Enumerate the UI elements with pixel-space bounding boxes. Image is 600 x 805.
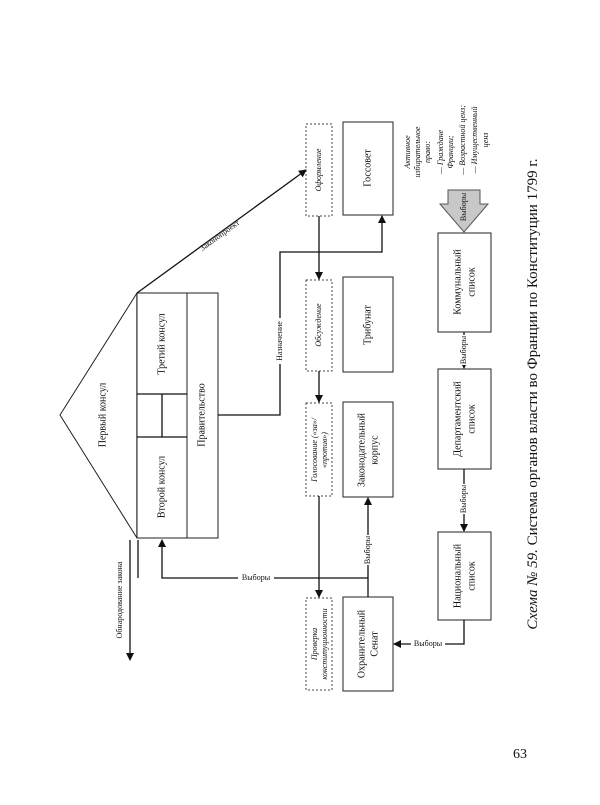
departmental-to-national-label-bg (459, 484, 469, 514)
government-box (186, 292, 219, 539)
suffrage-item-2: Франции; (446, 135, 455, 168)
gossovet-box (342, 121, 394, 216)
senate-box (342, 596, 394, 692)
departmental-list-box (437, 368, 492, 470)
promulgation-label: Обнародование закона (115, 561, 124, 638)
government-label: Правительство (196, 383, 207, 447)
communal-to-departmental-label-bg (459, 335, 469, 365)
suffrage-heading-2: избирательное (413, 126, 422, 177)
suffrage-heading-1: Активное (403, 135, 412, 170)
suffrage-input-arrow (438, 189, 490, 233)
figure-caption: Схема № 59. Система органов власти во Фр… (525, 158, 541, 629)
suffrage-heading-3: право: (423, 141, 432, 163)
appointment-label-bg (275, 318, 285, 364)
suffrage-item-1: — Граждане (436, 129, 445, 175)
stage-formulation-label: Оформление (314, 148, 323, 191)
first-consul-label: Первый консул (97, 383, 108, 448)
stage-formulation-box (305, 123, 333, 217)
senate-elects-consuls-label-bg (238, 572, 274, 584)
national-list-box (437, 531, 492, 621)
senate-elects-legislature-label-bg (363, 535, 373, 565)
national-to-senate-label-bg (411, 638, 445, 650)
stage-check-label-1: Проверка (310, 628, 319, 661)
legislative-label-2: корпус (369, 435, 380, 465)
senate-label-1: Охранительный (356, 609, 367, 678)
stage-check-label-2: конституционности (320, 608, 329, 679)
appointment-arrow (218, 215, 386, 416)
communal-to-departmental-label: Выборы (459, 335, 468, 364)
suffrage-item-4: — Имущественный (470, 107, 479, 175)
communal-list-box (437, 232, 492, 333)
caption-text: Система органов власти во Франции по Кон… (525, 158, 541, 545)
tribunat-label: Трибунат (362, 305, 373, 345)
national-list-label-2: список (466, 561, 477, 591)
national-list-label-1: Национальный (452, 543, 463, 608)
consuls-block: Первый консул Второй консул Третий консу… (59, 292, 219, 539)
national-to-senate-label: Выборы (414, 639, 443, 648)
stage-discussion-label: Обсуждение (314, 303, 323, 347)
stage-check-box (305, 597, 333, 691)
communal-list-label-1: Коммунальный (452, 249, 463, 315)
legislative-label-1: Законодательный (356, 412, 367, 487)
suffrage-input-label: Выборы (459, 192, 468, 221)
third-consul-label: Третий консул (156, 313, 167, 374)
senate-elects-consuls-arrow (158, 539, 369, 597)
senate-elects-legislature-label: Выборы (363, 535, 372, 564)
legislative-box (342, 401, 394, 498)
law-proposal-arrow (136, 169, 307, 294)
stage-voting-label-2: «против») (320, 432, 329, 468)
departmental-list-label-2: список (466, 404, 477, 434)
senate-label-2: Сенат (369, 631, 380, 657)
stage-voting-label-1: Голосование («за»/ (310, 417, 319, 483)
tribunat-box (342, 276, 394, 373)
caption-prefix: Схема № 59. (525, 549, 541, 629)
law-proposal-label: Законопроект (198, 218, 241, 253)
appointment-label: Назначение (275, 321, 284, 361)
suffrage-item-5: ценз (481, 133, 490, 148)
page-number: 63 (513, 747, 527, 762)
departmental-to-national-label: Выборы (459, 484, 468, 513)
suffrage-notes: Активное избирательное право: — Граждане… (403, 105, 490, 178)
stage-voting-box (305, 402, 333, 497)
gossovet-label: Госсовет (362, 149, 373, 187)
suffrage-item-3: — Возрастной ценз; (458, 105, 467, 176)
departmental-list-label-1: Департаментский (452, 381, 463, 457)
senate-elects-consuls-label: Выборы (242, 573, 271, 582)
second-consul-label: Второй консул (156, 456, 167, 518)
communal-list-label-2: список (466, 267, 477, 297)
